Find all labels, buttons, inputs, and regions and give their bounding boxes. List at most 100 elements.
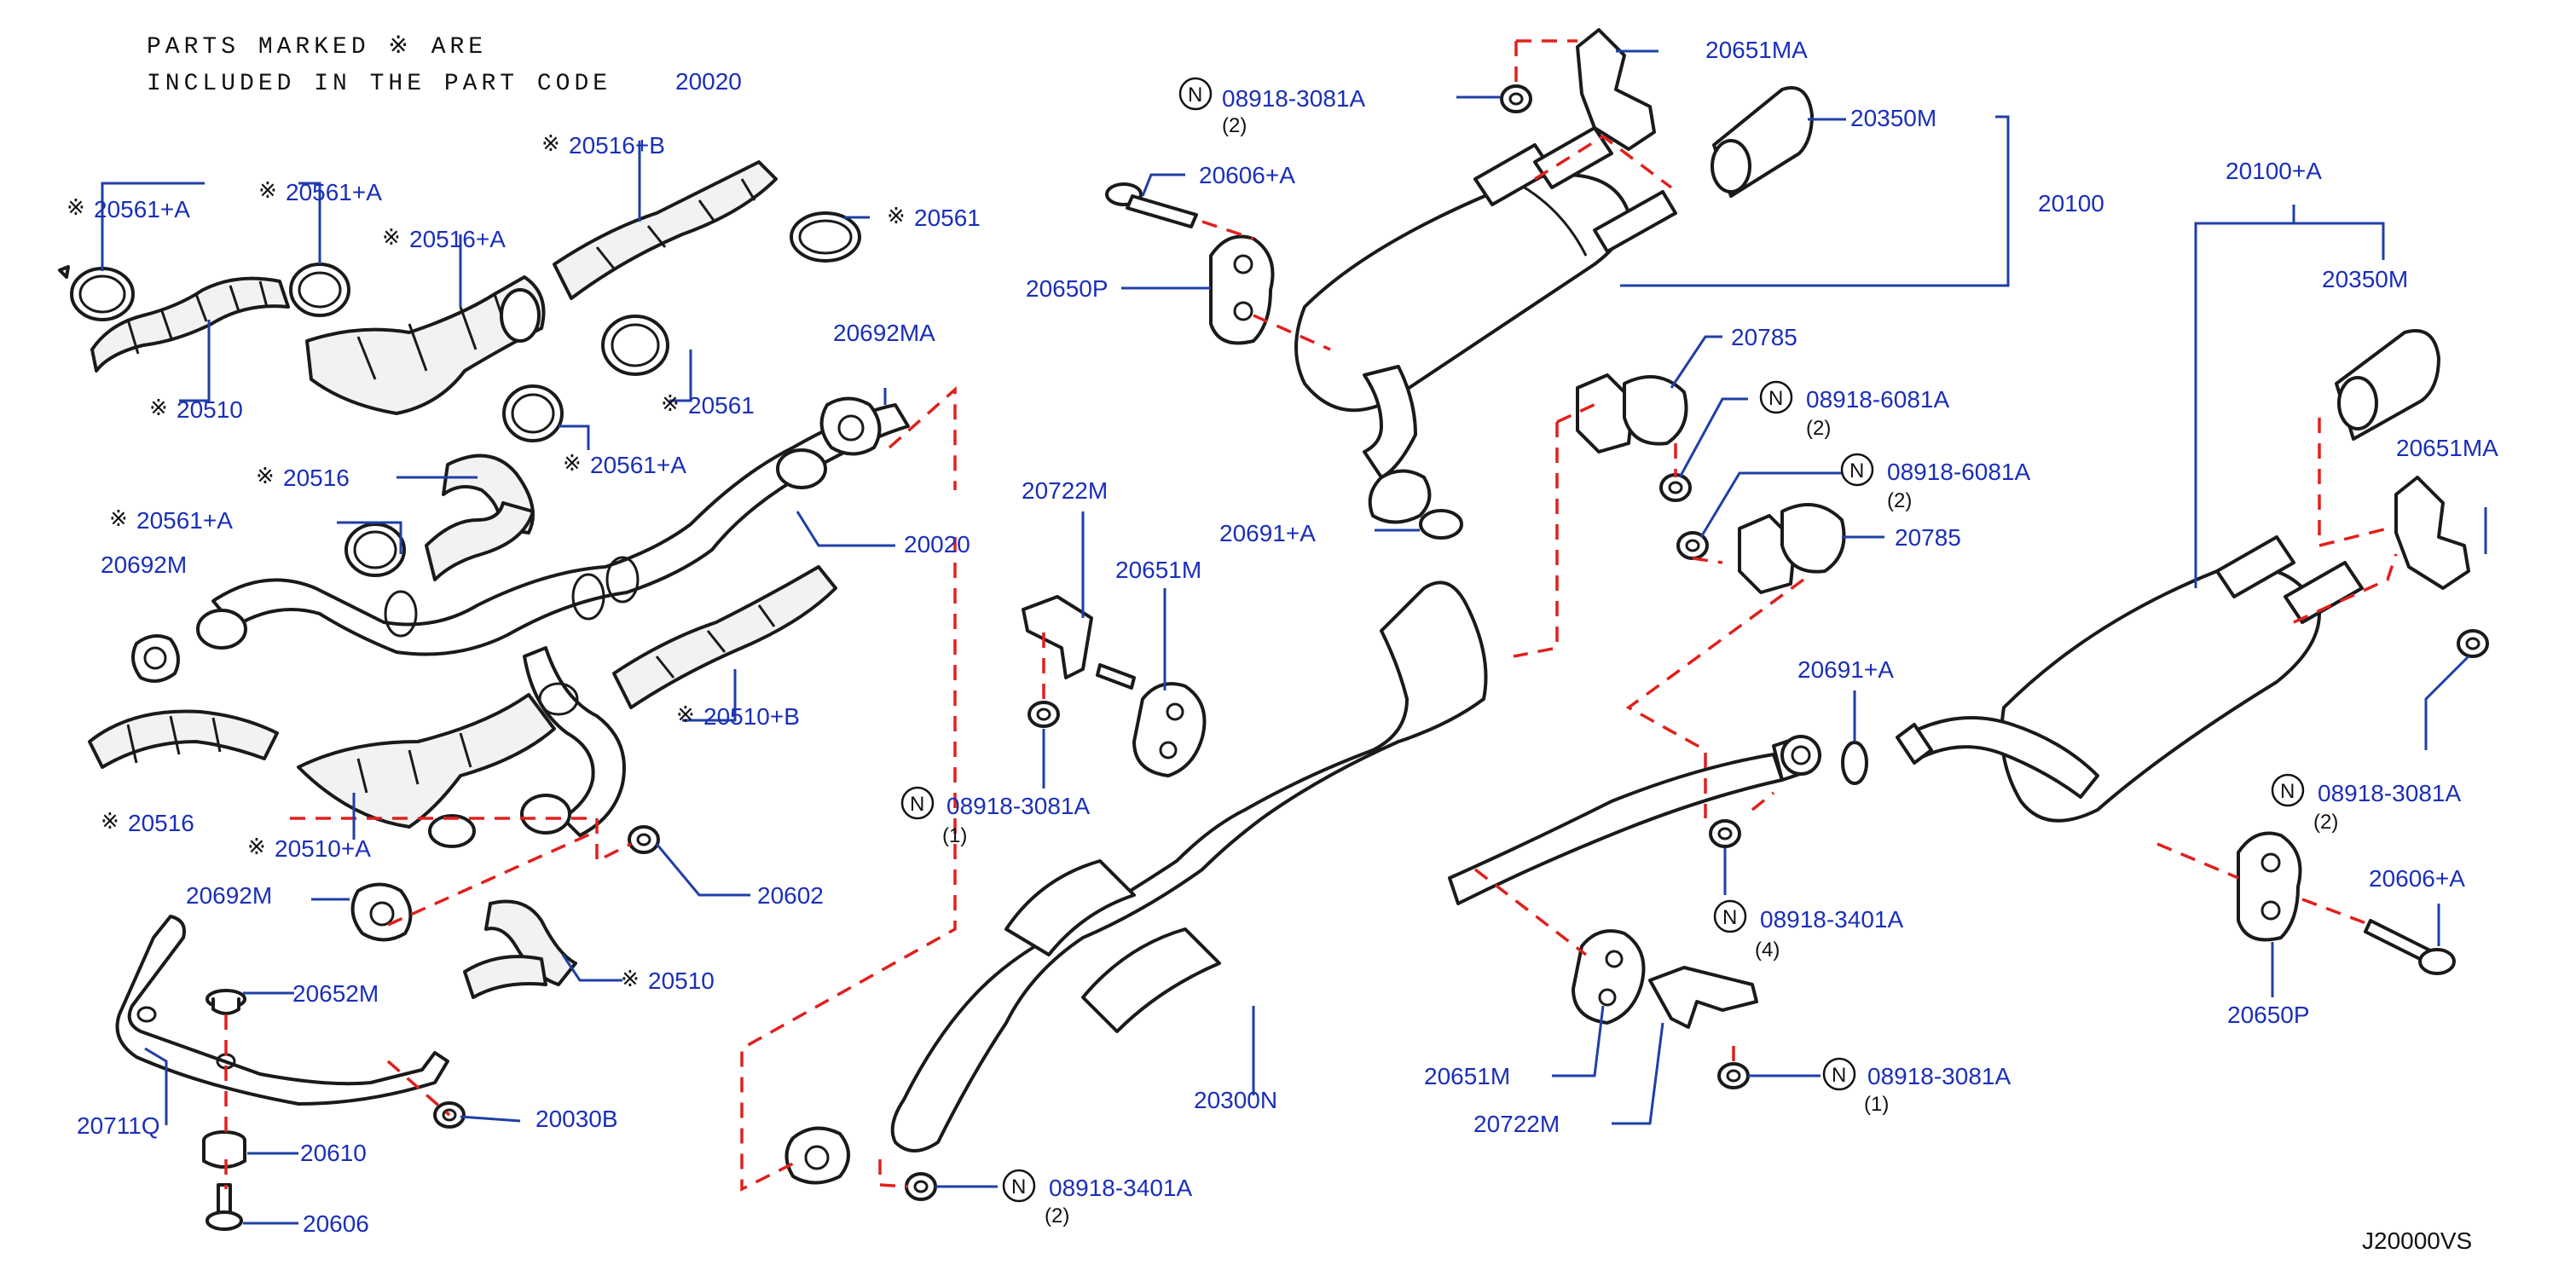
label-08918-3081a-bot[interactable]: 08918-3081A <box>1867 1063 2011 1089</box>
label-20651ma-r[interactable]: 20651MA <box>2396 435 2498 461</box>
label-08918-6081a-1[interactable]: 08918-6081A <box>1806 386 1949 413</box>
label-20020[interactable]: 20020 <box>904 531 970 557</box>
label-20651m-1[interactable]: 20651M <box>1115 557 1201 583</box>
label-20652m[interactable]: 20652M <box>292 980 379 1007</box>
n-symbol: N <box>1768 387 1783 410</box>
label-20606a-top[interactable]: 20606+A <box>1199 162 1295 188</box>
label-20785-2[interactable]: 20785 <box>1895 524 1961 551</box>
label-20691a-2[interactable]: 20691+A <box>1797 656 1894 683</box>
label-20692ma[interactable]: 20692MA <box>833 320 935 346</box>
heat-shield-20510b-part <box>612 565 837 709</box>
label-20692m-2[interactable]: 20692M <box>186 882 272 909</box>
n-symbol: N <box>1011 1175 1026 1199</box>
qty-top: (2) <box>1222 114 1247 137</box>
label-20350m-r[interactable]: 20350M <box>2322 266 2408 292</box>
gasket-20692m-part <box>131 634 180 683</box>
label-20516b[interactable]: 20516+B <box>569 132 665 159</box>
hanger-20722m-part <box>1022 595 1136 690</box>
heat-shield-20516b-part <box>553 160 778 300</box>
label-20516-1[interactable]: 20516 <box>283 465 350 491</box>
qty-3401-2: (2) <box>1045 1204 1069 1227</box>
qty-3081-bot: (1) <box>1864 1093 1889 1116</box>
label-20722m-2[interactable]: 20722M <box>1473 1111 1560 1137</box>
catalyst-20516a-part <box>305 275 546 415</box>
insulator-20651m-2-part <box>1572 929 1646 1025</box>
label-08918-3401a-2[interactable]: 08918-3401A <box>1049 1175 1192 1201</box>
label-20606a-r[interactable]: 20606+A <box>2369 865 2465 892</box>
label-20602[interactable]: 20602 <box>757 882 824 909</box>
muffler-20100a-part <box>1896 535 2364 823</box>
heat-shield-20510-part <box>90 276 290 373</box>
bolt-20606-part <box>206 1183 243 1231</box>
gasket-20691a-2-part <box>1841 741 1868 785</box>
mount-20785-part <box>1576 373 1688 453</box>
label-20691a-1[interactable]: 20691+A <box>1219 520 1316 546</box>
gasket-20692m-2-part <box>350 882 413 942</box>
insulator-20610-part <box>202 1130 246 1169</box>
label-20100[interactable]: 20100 <box>2038 190 2104 217</box>
label-20030b[interactable]: 20030B <box>535 1106 618 1132</box>
insulator-20652m-part <box>206 989 246 1015</box>
label-20516-2[interactable]: 20516 <box>128 810 194 836</box>
clamp-20561a-part <box>58 265 135 321</box>
label-20651m-2[interactable]: 20651M <box>1424 1063 1510 1089</box>
asterisk-mark: ※ <box>563 451 582 477</box>
gasket-20692ma-part <box>819 396 882 456</box>
nut-08918-3081a-r-part <box>2457 629 2489 658</box>
label-20561-1[interactable]: 20561 <box>914 205 981 231</box>
label-20300n[interactable]: 20300N <box>1194 1087 1277 1113</box>
label-20561-2[interactable]: 20561 <box>688 392 755 419</box>
tube-20510-part <box>463 899 577 999</box>
qty-3081-r: (2) <box>2313 811 2338 834</box>
label-20610[interactable]: 20610 <box>300 1140 367 1166</box>
n-symbol: N <box>2280 780 2295 803</box>
label-20711q[interactable]: 20711Q <box>77 1112 160 1139</box>
label-20651ma-top[interactable]: 20651MA <box>1705 37 1808 63</box>
nut-08918-3401a-part <box>1709 819 1741 848</box>
label-20692m-1[interactable]: 20692M <box>101 552 187 578</box>
diagram-code: J20000VS <box>2362 1227 2472 1254</box>
label-20650p-r[interactable]: 20650P <box>2227 1002 2310 1028</box>
gasket-20691a-part <box>1419 509 1463 540</box>
label-20650p-top[interactable]: 20650P <box>1026 275 1109 302</box>
label-20561a-1[interactable]: 20561+A <box>94 196 190 222</box>
leader-lines <box>101 49 2487 1225</box>
qty-6081-2: (2) <box>1887 489 1912 512</box>
asterisk-mark: ※ <box>382 225 401 251</box>
label-08918-3081a-top[interactable]: 08918-3081A <box>1222 85 1365 112</box>
label-20785-1[interactable]: 20785 <box>1731 324 1797 350</box>
label-20100a[interactable]: 20100+A <box>2226 158 2322 184</box>
label-08918-3081a-mid[interactable]: 08918-3081A <box>946 793 1090 819</box>
label-20510a[interactable]: 20510+A <box>275 835 371 862</box>
insulator-20650p-part <box>1209 234 1275 345</box>
label-08918-3081a-r[interactable]: 08918-3081A <box>2318 780 2461 806</box>
label-20561a-2[interactable]: 20561+A <box>286 179 382 205</box>
label-20516a[interactable]: 20516+A <box>409 226 506 252</box>
asterisk-mark: ※ <box>67 195 85 221</box>
mount-20785-2-part <box>1738 503 1846 594</box>
bracket-20711q-part <box>115 915 449 1106</box>
label-20606[interactable]: 20606 <box>303 1210 369 1237</box>
center-pipe-20300n-part <box>784 581 1821 1185</box>
label-20722m-1[interactable]: 20722M <box>1022 477 1108 504</box>
qty-3081-mid: (1) <box>942 824 967 847</box>
hanger-20722m-2-part <box>1648 966 1758 1029</box>
n-symbol: N <box>910 793 924 816</box>
label-20510-2[interactable]: 20510 <box>648 968 715 994</box>
label-20561a-3[interactable]: 20561+A <box>590 452 686 478</box>
asterisk-mark: ※ <box>621 967 640 992</box>
label-08918-3401a-1[interactable]: 08918-3401A <box>1760 906 1903 933</box>
tip-20350m-part <box>1711 86 1814 198</box>
qty-6081-1: (2) <box>1806 417 1831 440</box>
label-20350m-top[interactable]: 20350M <box>1850 105 1936 131</box>
catalyst-20510a-part <box>297 693 556 848</box>
label-20561a-4[interactable]: 20561+A <box>136 507 233 534</box>
label-20510-1[interactable]: 20510 <box>177 396 243 423</box>
label-20510b[interactable]: 20510+B <box>703 703 800 730</box>
asterisk-mark: ※ <box>101 809 119 835</box>
asterisk-mark: ※ <box>541 131 560 157</box>
label-08918-6081a-2[interactable]: 08918-6081A <box>1887 459 2030 485</box>
nut-20602-part <box>628 825 660 854</box>
parts-note: PARTS MARKED ※ ARE INCLUDED IN THE PART … <box>147 34 742 97</box>
